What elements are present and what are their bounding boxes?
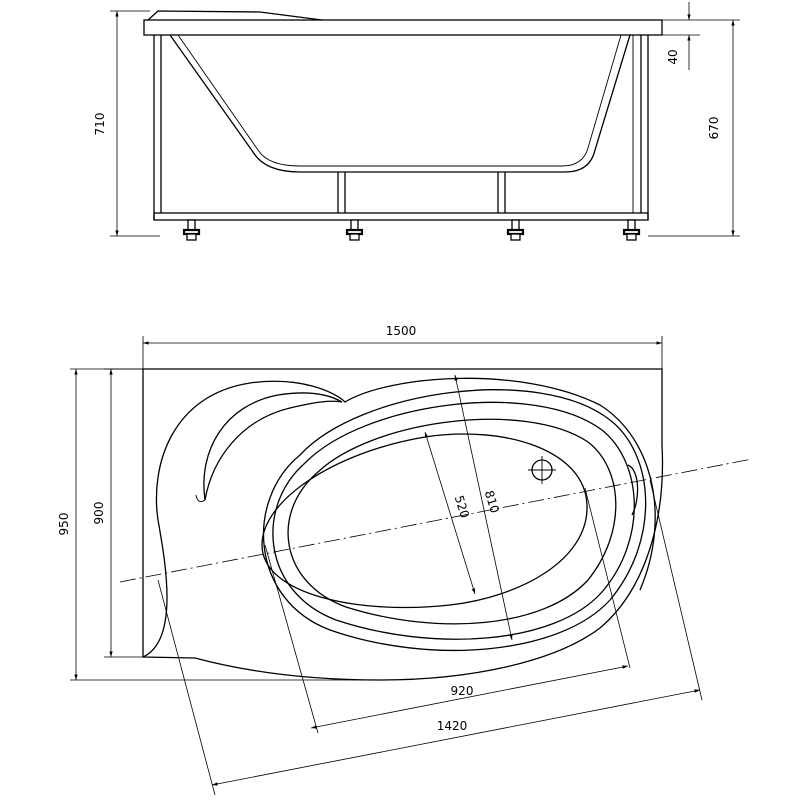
tub-basin-shell <box>169 34 631 173</box>
basin-floor <box>261 433 588 609</box>
frame-base <box>153 212 649 221</box>
headrest-ridge-inner <box>204 400 343 501</box>
foot-4 <box>622 219 641 241</box>
dimension-670: 670 <box>648 19 740 237</box>
plan-view: 1500 950 900 520 810 920 <box>57 324 753 796</box>
basin-rim-outer <box>262 389 647 652</box>
dimension-label-950: 950 <box>57 513 71 536</box>
tub-basin-inner <box>177 34 622 167</box>
dimension-label-810: 810 <box>482 489 502 515</box>
dimension-label-920: 920 <box>451 684 474 698</box>
dimension-40: 40 <box>662 2 700 70</box>
dimension-label-1500: 1500 <box>386 324 417 338</box>
basin-rim-inner <box>287 418 617 625</box>
headrest-ridge-tip <box>195 494 206 503</box>
tub-rim <box>143 19 663 36</box>
dimension-label-670: 670 <box>707 117 721 140</box>
dimension-520: 520 <box>424 431 476 595</box>
tub-plan-outline <box>142 368 664 681</box>
frame-inner-leg-1 <box>337 172 346 213</box>
dimension-label-710: 710 <box>93 113 107 136</box>
foot-2 <box>345 219 364 241</box>
tub-headrest <box>147 10 323 21</box>
dimension-810: 810 <box>454 374 513 641</box>
basin-rim-ledge <box>627 464 639 516</box>
dimension-label-900: 900 <box>92 502 106 525</box>
frame-left-post <box>153 35 162 220</box>
dimension-1420: 1420 <box>157 479 703 796</box>
dimension-label-520: 520 <box>452 494 472 520</box>
dimension-710: 710 <box>93 10 160 237</box>
dimension-920: 920 <box>264 487 631 734</box>
side-elevation-view: 710 670 40 <box>93 2 740 241</box>
foot-1 <box>182 219 201 241</box>
dimension-1500: 1500 <box>142 324 663 369</box>
dimension-900: 900 <box>92 368 143 658</box>
dimension-label-1420: 1420 <box>437 719 468 733</box>
drain-icon <box>528 456 556 484</box>
frame-right-post <box>640 35 649 220</box>
foot-3 <box>506 219 525 241</box>
tub-apron-curve <box>142 377 656 658</box>
headrest-ridge-outer <box>203 392 343 501</box>
dimension-label-40: 40 <box>666 49 680 64</box>
frame-inner-leg-2 <box>497 172 506 213</box>
